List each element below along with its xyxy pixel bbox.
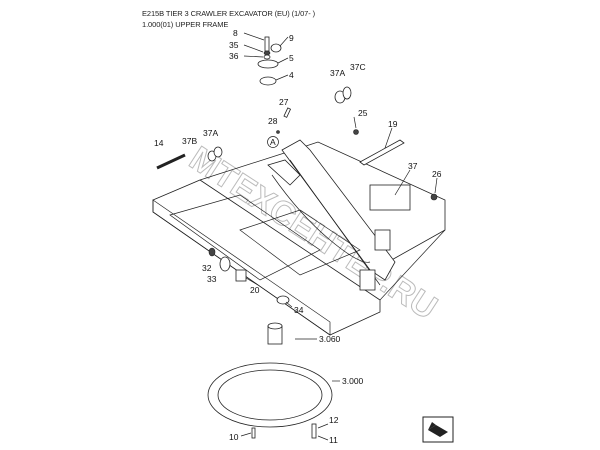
callout-37a[interactable]: 37A — [203, 128, 218, 138]
callout-28[interactable]: 28 — [268, 116, 278, 126]
callout-20[interactable]: 20 — [250, 285, 260, 295]
callout-9[interactable]: 9 — [289, 33, 294, 43]
callout-32[interactable]: 32 — [202, 263, 212, 273]
callout-37c[interactable]: 37C — [350, 62, 366, 72]
reference-a-circle — [267, 136, 279, 148]
diagram-section-title: 1.000(01) UPPER FRAME — [142, 20, 229, 29]
callout-3-060[interactable]: 3.060 — [319, 334, 341, 344]
callout-27[interactable]: 27 — [279, 97, 289, 107]
callout-37b[interactable]: 37B — [182, 136, 197, 146]
callout-37[interactable]: 37 — [408, 161, 418, 171]
callout-35[interactable]: 35 — [229, 40, 239, 50]
callout-33[interactable]: 33 — [207, 274, 217, 284]
upper-frame — [152, 139, 446, 336]
callout-3-000[interactable]: 3.000 — [342, 376, 364, 386]
callout-14[interactable]: 14 — [154, 138, 164, 148]
callout-10[interactable]: 10 — [229, 432, 239, 442]
callout-19[interactable]: 19 — [388, 119, 398, 129]
callout-12[interactable]: 12 — [329, 415, 339, 425]
callout-4[interactable]: 4 — [289, 70, 294, 80]
parts — [156, 36, 438, 439]
callout-11[interactable]: 11 — [329, 435, 338, 445]
diagram-model-title: E215B TIER 3 CRAWLER EXCAVATOR (EU) (1/0… — [142, 9, 316, 18]
callout-5[interactable]: 5 — [289, 53, 294, 63]
view-orientation-icon — [422, 416, 454, 443]
callout-8[interactable]: 8 — [233, 28, 238, 38]
callout-25[interactable]: 25 — [358, 108, 368, 118]
callout-26[interactable]: 26 — [432, 169, 442, 179]
callout-37a-top[interactable]: 37A — [330, 68, 345, 78]
leader-lines — [240, 32, 438, 441]
reference-a[interactable]: A — [270, 137, 276, 147]
callout-34[interactable]: 34 — [294, 305, 304, 315]
callout-labels: 8 35 36 9 5 4 37A 37C 27 25 28 19 A 14 3… — [154, 28, 442, 445]
callout-36[interactable]: 36 — [229, 51, 239, 61]
